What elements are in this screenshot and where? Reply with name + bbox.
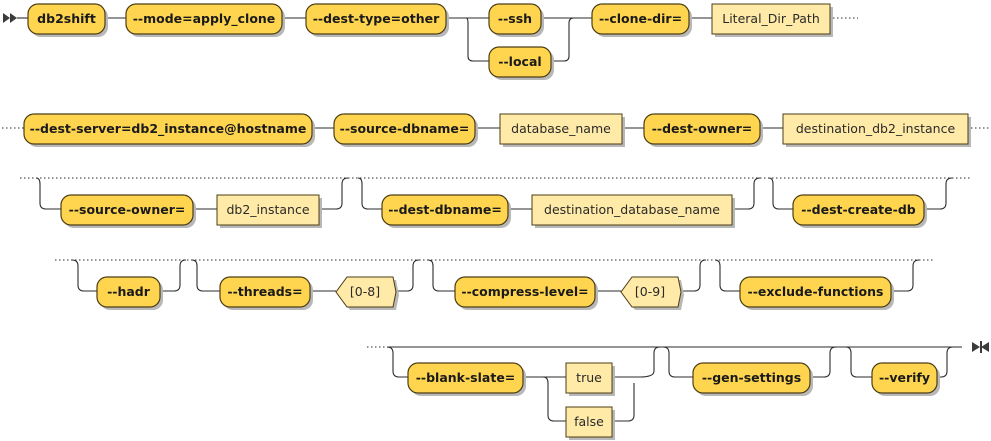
dest-dbname-option: --dest-dbname= [381, 194, 511, 228]
svg-text:--dest-create-db: --dest-create-db [801, 202, 915, 217]
svg-text:destination_database_name: destination_database_name [544, 202, 720, 217]
svg-text:--compress-level=: --compress-level= [461, 284, 588, 299]
svg-text:Literal_Dir_Path: Literal_Dir_Path [722, 11, 820, 26]
svg-text:--gen-settings: --gen-settings [702, 370, 801, 385]
svg-text:true: true [576, 370, 602, 385]
source-dbname-option: --source-dbname= [333, 113, 478, 147]
db2shift-command: db2shift [27, 3, 108, 37]
svg-text:--dest-server=db2_instance@hos: --dest-server=db2_instance@hostname [30, 121, 307, 137]
svg-text:--threads=: --threads= [227, 284, 302, 299]
exclude-functions-option: --exclude-functions [739, 276, 894, 310]
threads-option: --threads= [219, 276, 313, 310]
svg-text:database_name: database_name [511, 121, 611, 136]
svg-text:--clone-dir=: --clone-dir= [599, 11, 682, 26]
blank-slate-option: --blank-slate= [407, 362, 526, 396]
svg-text:[0-8]: [0-8] [350, 284, 380, 299]
gen-settings-option: --gen-settings [692, 362, 813, 396]
svg-text:db2_instance: db2_instance [226, 202, 309, 217]
dest-owner-option: --dest-owner= [643, 113, 763, 147]
threads-range: [0-8] [335, 276, 399, 310]
dest-type-option: --dest-type=other [305, 3, 449, 37]
mode-option: --mode=apply_clone [125, 3, 285, 37]
dest-server-option: --dest-server=db2_instance@hostname [23, 113, 315, 147]
svg-text:db2shift: db2shift [37, 11, 96, 26]
svg-text:--dest-owner=: --dest-owner= [652, 121, 753, 136]
db2-instance-placeholder: db2_instance [216, 194, 322, 228]
svg-text:--blank-slate=: --blank-slate= [416, 370, 516, 385]
compress-level-range: [0-9] [620, 276, 684, 310]
svg-text:--local: --local [498, 54, 541, 69]
connector-lines [2, 17, 991, 422]
svg-text:--hadr: --hadr [107, 284, 151, 299]
svg-text:--source-dbname=: --source-dbname= [340, 121, 470, 136]
svg-text:destination_db2_instance: destination_db2_instance [796, 121, 956, 136]
start-marker-icon [3, 13, 17, 23]
true-value: true [565, 362, 615, 396]
svg-text:--dest-type=other: --dest-type=other [313, 11, 440, 26]
clone-dir-option: --clone-dir= [591, 3, 692, 37]
database-name-placeholder: database_name [499, 113, 625, 147]
svg-text:--ssh: --ssh [498, 11, 532, 26]
source-owner-option: --source-owner= [60, 194, 196, 228]
svg-text:--source-owner=: --source-owner= [69, 202, 186, 217]
svg-text:--mode=apply_clone: --mode=apply_clone [133, 11, 276, 27]
literal-dir-path-placeholder: Literal_Dir_Path [711, 3, 833, 37]
svg-text:--verify: --verify [879, 370, 930, 385]
dest-create-db-option: --dest-create-db [792, 194, 927, 228]
local-option: --local [488, 46, 554, 80]
destination-database-name-placeholder: destination_database_name [531, 194, 735, 228]
svg-text:--exclude-functions: --exclude-functions [748, 284, 884, 299]
false-value: false [565, 406, 615, 440]
verify-option: --verify [871, 362, 940, 396]
end-marker-icon [972, 341, 989, 353]
hadr-option: --hadr [96, 276, 163, 310]
svg-text:--dest-dbname=: --dest-dbname= [388, 202, 502, 217]
ssh-option: --ssh [488, 3, 544, 37]
svg-text:[0-9]: [0-9] [635, 284, 665, 299]
svg-text:false: false [574, 414, 604, 429]
compress-level-option: --compress-level= [454, 276, 598, 310]
destination-db2-instance-placeholder: destination_db2_instance [782, 113, 971, 147]
